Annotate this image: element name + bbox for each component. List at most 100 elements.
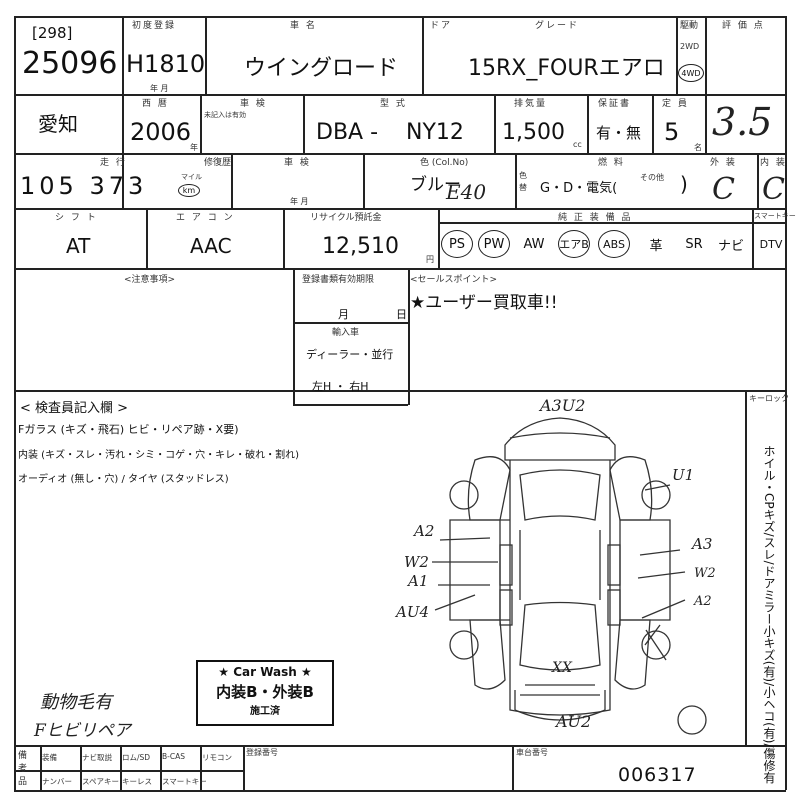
- mark-a2-left: A2: [414, 522, 435, 540]
- inspection2-unit: 年 月: [290, 197, 309, 206]
- displacement-unit: cc: [573, 140, 582, 149]
- mark-a2-right: A2: [694, 594, 712, 609]
- equipment-2: AW: [523, 236, 545, 252]
- frame-bottom: [14, 790, 786, 792]
- year-value: 2006: [130, 118, 192, 146]
- footer-left-col: 備 考 品: [18, 751, 28, 787]
- first-reg-unit: 年 月: [150, 84, 169, 93]
- color-change-label: 色替: [519, 171, 527, 192]
- drive-2wd: 2WD: [680, 42, 700, 51]
- region: 愛知: [38, 112, 78, 136]
- score-value: 3.5: [712, 100, 773, 144]
- ac-value: AAC: [190, 234, 232, 258]
- grade-label: グレード: [535, 21, 580, 31]
- car-body-outline: [509, 460, 611, 716]
- frame-left: [14, 16, 16, 790]
- mark-a3u2: A3U2: [540, 396, 586, 415]
- inspector-line2: 内装 (キズ・スレ・汚れ・シミ・コゲ・穴・キレ・破れ・割れ): [18, 450, 299, 461]
- right-side-panel: [619, 519, 671, 621]
- first-reg-value: H1810: [126, 50, 206, 78]
- grade-value: 15RX_FOURエアロ: [468, 56, 665, 81]
- exterior-label: 外 装: [710, 158, 737, 168]
- mark-xx: XX: [552, 660, 572, 676]
- inspection2-label: 車 検: [284, 158, 311, 168]
- reg-expiry-month: 月: [338, 308, 349, 321]
- hand-note-1: 動物毛有: [40, 692, 112, 713]
- model-label: 車 名: [290, 21, 317, 31]
- shift-label: シ フ ト: [55, 213, 98, 223]
- lot-box: [298]: [32, 24, 73, 42]
- door-label: ドア: [430, 21, 453, 31]
- footer-top-3: リモコン: [202, 753, 232, 762]
- equipment-0: PS: [441, 230, 473, 258]
- fuel-label: 燃 料: [598, 158, 625, 168]
- footer-bottom-2: キーレス: [122, 777, 152, 786]
- shift-value: AT: [66, 234, 91, 258]
- displacement-value: 1,500: [502, 120, 565, 145]
- inspection-note: 未記入は有効: [204, 111, 246, 119]
- color-code: E40: [446, 180, 487, 204]
- chassis-label: 車台番号: [516, 748, 548, 757]
- carwash-body: 内装B・外装B: [216, 683, 314, 701]
- history-label: 修復歴: [204, 158, 232, 168]
- inspection-label: 車 検: [240, 99, 267, 109]
- interior-value: C: [762, 172, 785, 207]
- equipment-3: エアB: [558, 230, 590, 258]
- equipment-4: ABS: [598, 230, 630, 258]
- lot-number: 25096: [22, 46, 118, 81]
- side-vertical-text: ホイル・CPキズ/スレ/ドアミラー小キズ(有)/小ヘコ(有)/傷修有: [762, 445, 776, 784]
- equipment-1: PW: [478, 230, 510, 258]
- footer-top-1: ロム/SD: [122, 753, 151, 762]
- equipment-5: 革: [649, 238, 663, 254]
- displacement-label: 排気量: [514, 99, 548, 109]
- sales-point-value: ★ユーザー買取車!!: [410, 293, 558, 313]
- import-dealer: ディーラー・並行: [306, 348, 394, 361]
- capacity-unit: 名: [694, 143, 702, 152]
- year-unit: 年: [190, 143, 198, 152]
- type-prefix: DBA -: [316, 120, 379, 145]
- left-side-panel: [449, 519, 501, 621]
- inspector-line1: Fガラス (キズ・飛石) ヒビ・リペア跡・X要): [18, 423, 239, 436]
- type-value: NY12: [406, 120, 464, 145]
- carwash-done: 施工済: [250, 706, 280, 717]
- first-reg-label: 初度登録: [132, 21, 177, 31]
- warranty-value: 有・無: [596, 124, 642, 142]
- footer-bottom-1: スペアキー: [82, 777, 119, 786]
- fuel-other: その他: [640, 173, 664, 182]
- mark-a1-left: A1: [408, 572, 429, 590]
- divider-row3: [14, 208, 786, 210]
- spare-wheel: [677, 705, 707, 735]
- color-value: ブルー: [410, 175, 461, 195]
- footer-top-0: ナビ取説: [82, 753, 112, 762]
- drive-label: 駆動: [680, 21, 699, 31]
- mark-au2: AU2: [556, 712, 592, 731]
- reg-no-label: 登録番号: [246, 748, 278, 757]
- fuel-close: ): [680, 172, 688, 196]
- ac-label: エ ア コ ン: [176, 213, 235, 223]
- equipment-label: 純 正 装 備 品: [558, 213, 633, 223]
- recycle-unit: 円: [426, 255, 434, 264]
- mark-w2-left: W2: [404, 553, 429, 571]
- chassis-value: 006317: [618, 764, 697, 786]
- divider-row2: [14, 153, 786, 155]
- import-label: 輸入車: [332, 328, 360, 338]
- mileage-alt: マイル: [181, 173, 202, 181]
- mark-w2-right: W2: [694, 566, 716, 581]
- warranty-label: 保証書: [598, 99, 632, 109]
- import-steer: 左H ・ 右H: [312, 380, 369, 393]
- mark-a3-right: A3: [692, 535, 713, 553]
- divider-notes: [14, 390, 786, 392]
- color-label: 色 (Col.No): [420, 158, 469, 168]
- car-rear-window: [519, 601, 601, 671]
- frame-right: [785, 16, 787, 790]
- sales-point-label: <セールスポイント>: [410, 275, 498, 285]
- footer-top-2: B-CAS: [162, 752, 185, 761]
- car-hood-top: [504, 417, 616, 461]
- inspector-section-label: < 検査員記入欄 >: [20, 401, 129, 416]
- carwash-stamp: ★ Car Wash ★ 内装B・外装B 施工済: [196, 660, 334, 726]
- car-damage-diagram: [432, 417, 707, 735]
- mileage-value: 105 373: [20, 172, 148, 200]
- hand-note-2: Fヒビリペア: [34, 721, 131, 741]
- model-value: ウイングロード: [244, 56, 399, 81]
- divider-footer: [14, 745, 786, 747]
